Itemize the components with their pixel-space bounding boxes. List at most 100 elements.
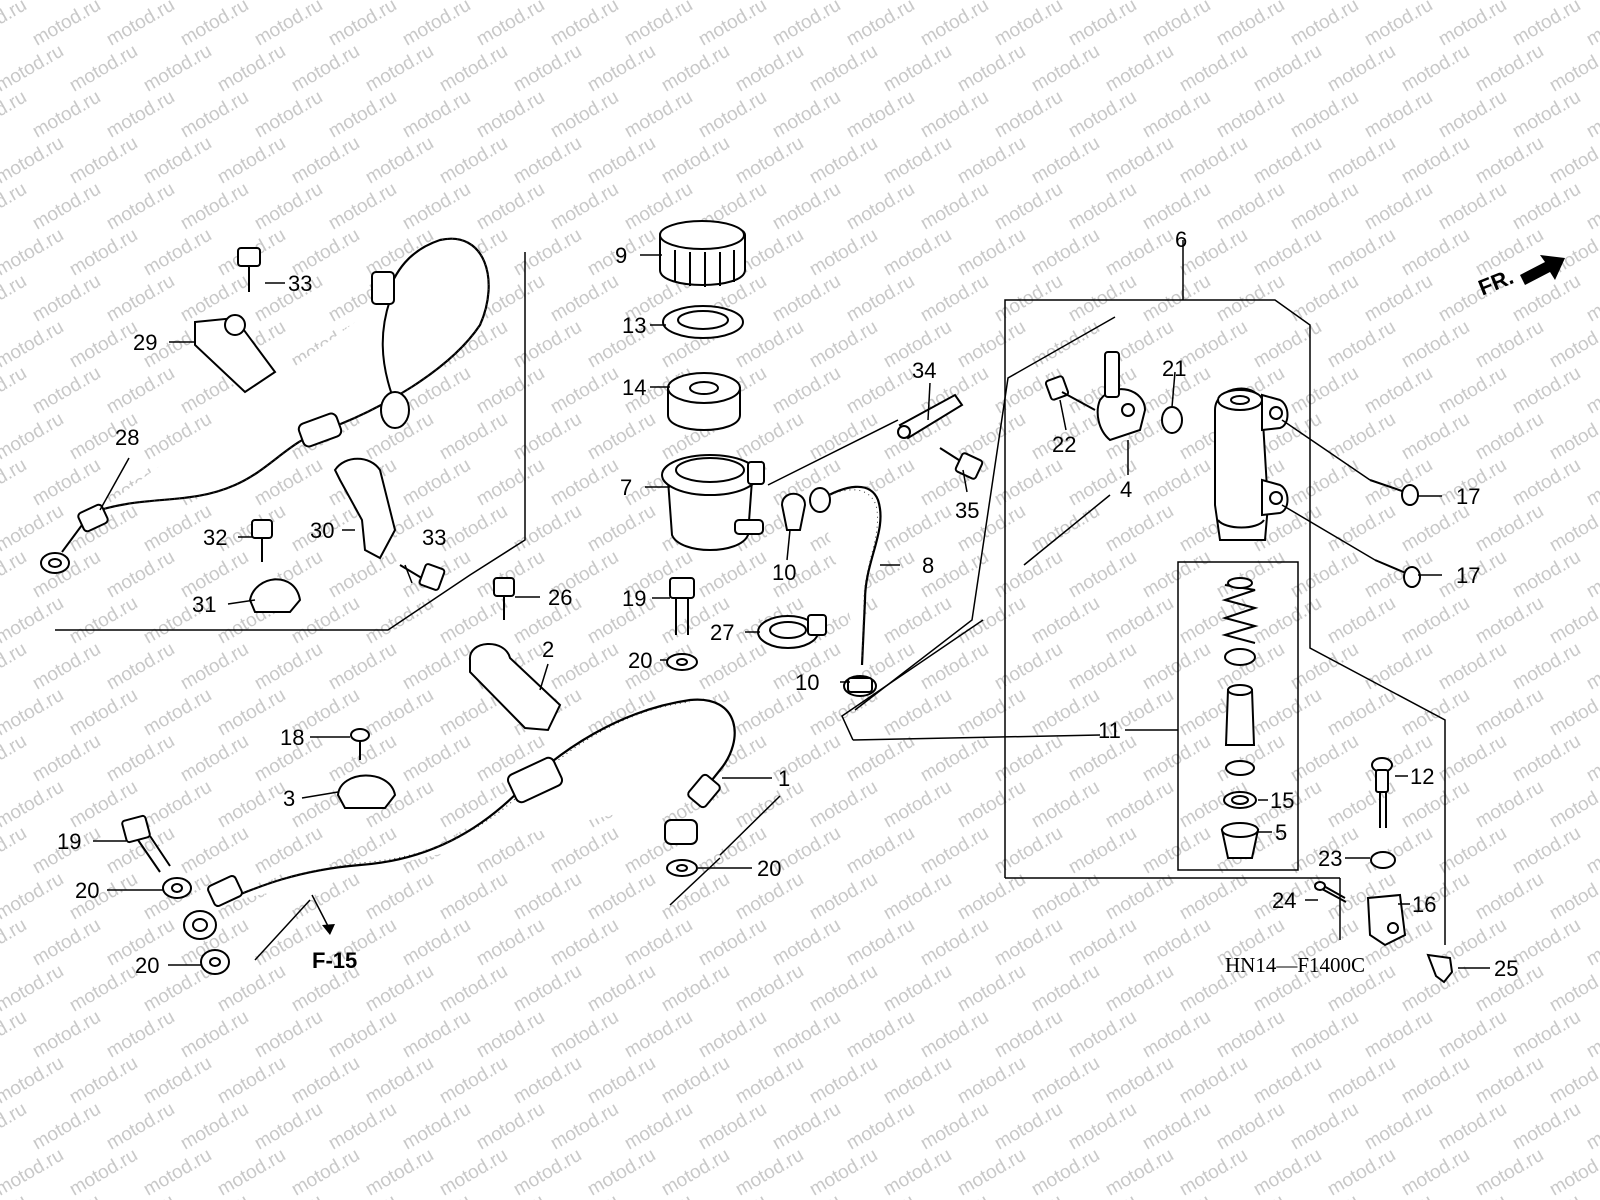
watermark-text: motod.ru <box>1435 1099 1510 1155</box>
watermark-text: motod.ru <box>880 501 955 557</box>
watermark-text: motod.ru <box>1472 777 1547 833</box>
watermark-text: motod.ru <box>1250 685 1325 741</box>
piston-kit-group-outline <box>1177 561 1299 871</box>
watermark-text: motod.ru <box>1472 41 1547 97</box>
screw-18-drawing <box>350 728 370 760</box>
watermark-text: motod.ru <box>584 41 659 97</box>
watermark-text: motod.ru <box>1435 823 1510 879</box>
spring-drawing <box>1221 577 1259 644</box>
watermark-text: motod.ru <box>1509 1007 1584 1063</box>
callout-24: 24 <box>1272 888 1296 913</box>
watermark-text: motod.ru <box>362 961 437 1017</box>
cup-lower-drawing <box>1225 760 1255 776</box>
callout-22: 22 <box>1052 432 1076 457</box>
watermark-text: motod.ru <box>991 915 1066 971</box>
watermark-text: motod.ru <box>954 41 1029 97</box>
watermark-text: motod.ru <box>991 639 1066 695</box>
watermark-text: motod.ru <box>954 593 1029 649</box>
watermark-text: motod.ru <box>1324 225 1399 281</box>
callout-19-center: 19 <box>622 586 646 611</box>
watermark-text: motod.ru <box>880 1145 955 1200</box>
watermark-text: motod.ru <box>1065 271 1140 327</box>
callout-33-upper: 33 <box>288 271 312 296</box>
watermark-text: motod.ru <box>954 685 1029 741</box>
watermark-text: motod.ru <box>547 271 622 327</box>
watermark-text: motod.ru <box>1398 685 1473 741</box>
watermark-text: motod.ru <box>1139 179 1214 235</box>
watermark-text: motod.ru <box>177 1191 252 1200</box>
watermark-text: motod.ru <box>954 1145 1029 1200</box>
watermark-text: motod.ru <box>621 0 696 50</box>
bolt-17-lower-axis <box>1281 504 1376 561</box>
watermark-text: motod.ru <box>251 87 326 143</box>
hose-1-bracket-line-a <box>719 795 781 856</box>
watermark-text: motod.ru <box>1139 1191 1214 1200</box>
watermark-text: motod.ru <box>1176 133 1251 189</box>
watermark-text: motod.ru <box>436 593 511 649</box>
callout-30: 30 <box>310 518 334 543</box>
watermark-text: motod.ru <box>0 455 30 511</box>
watermark-text: motod.ru <box>769 87 844 143</box>
watermark-text: motod.ru <box>140 685 215 741</box>
watermark-text: motod.ru <box>473 0 548 50</box>
watermark-text: motod.ru <box>806 133 881 189</box>
watermark-text: motod.ru <box>177 1099 252 1155</box>
watermark-text: motod.ru <box>510 961 585 1017</box>
watermark-text: motod.ru <box>806 1145 881 1200</box>
watermark-text: motod.ru <box>695 639 770 695</box>
watermark-text: motod.ru <box>1472 409 1547 465</box>
watermark-text: motod.ru <box>1398 1053 1473 1109</box>
watermark-text: motod.ru <box>954 869 1029 925</box>
watermark-text: motod.ru <box>880 685 955 741</box>
watermark-text: motod.ru <box>1361 87 1436 143</box>
watermark-text: motod.ru <box>1213 639 1288 695</box>
clip-3-drawing <box>336 774 397 809</box>
bolt-26-drawing <box>493 577 515 620</box>
watermark-text: motod.ru <box>510 317 585 373</box>
watermark-text: motod.ru <box>1472 869 1547 925</box>
watermark-text: motod.ru <box>66 225 141 281</box>
plate-13-drawing <box>662 305 744 339</box>
diaphragm-14-drawing <box>667 372 741 431</box>
watermark-text: motod.ru <box>251 0 326 50</box>
watermark-text: motod.ru <box>177 823 252 879</box>
watermark-text: motod.ru <box>843 1099 918 1155</box>
watermark-text: motod.ru <box>1028 225 1103 281</box>
watermark-text: motod.ru <box>732 409 807 465</box>
watermark-text: motod.ru <box>1509 455 1584 511</box>
watermark-text: motod.ru <box>843 1191 918 1200</box>
watermark-text: motod.ru <box>658 133 733 189</box>
watermark-text: motod.ru <box>806 41 881 97</box>
callout-31: 31 <box>192 592 216 617</box>
watermark-text: motod.ru <box>473 179 548 235</box>
watermark-text: motod.ru <box>0 777 67 833</box>
watermark-text: motod.ru <box>251 179 326 235</box>
watermark-text: motod.ru <box>473 1191 548 1200</box>
watermark-text: motod.ru <box>0 823 30 879</box>
watermark-text: motod.ru <box>510 501 585 557</box>
watermark-text: motod.ru <box>880 777 955 833</box>
watermark-text: motod.ru <box>29 731 104 787</box>
watermark-text: motod.ru <box>288 1145 363 1200</box>
watermark-text: motod.ru <box>547 639 622 695</box>
watermark-text: motod.ru <box>1398 317 1473 373</box>
callout-2: 2 <box>542 637 554 662</box>
watermark-text: motod.ru <box>325 547 400 603</box>
watermark-text: motod.ru <box>66 1053 141 1109</box>
cup-drawing <box>1224 648 1256 666</box>
watermark-text: motod.ru <box>1287 271 1362 327</box>
watermark-text: motod.ru <box>473 363 548 419</box>
watermark-text: motod.ru <box>0 41 67 97</box>
watermark-text: motod.ru <box>806 225 881 281</box>
watermark-text: motod.ru <box>288 133 363 189</box>
watermark-text: motod.ru <box>1065 1007 1140 1063</box>
watermark-text: motod.ru <box>362 593 437 649</box>
watermark-text: motod.ru <box>1176 317 1251 373</box>
cotter-pin-24-drawing <box>1314 881 1347 903</box>
watermark-text: motod.ru <box>251 1191 326 1200</box>
callout-35: 35 <box>955 498 979 523</box>
watermark-text: motod.ru <box>1583 547 1600 603</box>
f15-leader <box>254 899 311 961</box>
watermark-text: motod.ru <box>103 639 178 695</box>
watermark-text: motod.ru <box>584 133 659 189</box>
